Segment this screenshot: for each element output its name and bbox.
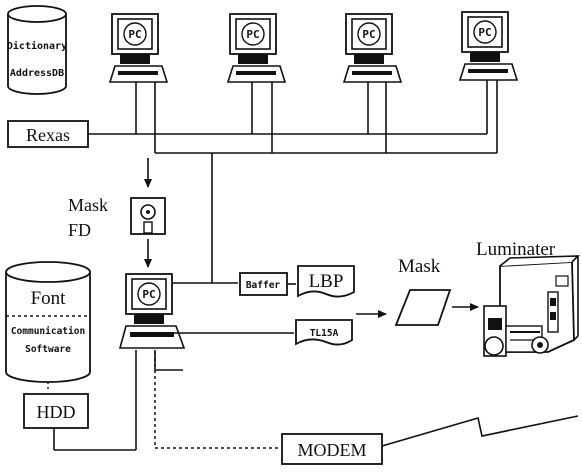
lbp-label: LBP (309, 271, 344, 292)
address-db-label: AddressDB (10, 68, 64, 79)
luminater-machine (484, 256, 578, 356)
mask-sheet (396, 290, 450, 325)
pc-label: PC (128, 28, 141, 41)
pc-4: PC (460, 12, 517, 80)
network-lines (88, 80, 497, 283)
central-pc: PC (120, 274, 184, 348)
buffer-label: Baffer (246, 280, 281, 291)
tl15a-device: TL15A (296, 320, 352, 345)
font-label: Font (31, 288, 67, 309)
mask-fd-label-1: Mask (68, 195, 108, 215)
mask-fd-label-2: FD (68, 220, 91, 240)
floppy-disk-icon (131, 198, 165, 234)
pc-1: PC (110, 14, 167, 82)
software-label: Software (25, 344, 71, 355)
pc-label: PC (246, 28, 259, 41)
lbp-printer: LBP (298, 266, 354, 297)
pc-label: PC (362, 28, 375, 41)
dictionary-label: Dictionary (7, 40, 67, 52)
hdd-label: HDD (37, 402, 76, 422)
dictionary-database: Dictionary AddressDB (7, 6, 67, 94)
modem-label: MODEM (297, 440, 366, 460)
rexas-box: Rexas (8, 121, 88, 147)
pc-2: PC (228, 14, 285, 82)
rexas-label: Rexas (26, 125, 70, 145)
pc-label: PC (142, 288, 155, 301)
communication-line-icon (382, 416, 578, 446)
pc-3: PC (344, 14, 401, 82)
hdd-box: HDD (24, 394, 88, 428)
communication-label: Communication (11, 326, 85, 337)
buffer-box: Baffer (240, 273, 287, 295)
font-database: Font Communication Software (6, 262, 90, 382)
mask-label: Mask (398, 256, 441, 277)
modem-box: MODEM (282, 434, 382, 464)
pc-label: PC (478, 26, 491, 39)
tl15a-label: TL15A (310, 328, 339, 339)
